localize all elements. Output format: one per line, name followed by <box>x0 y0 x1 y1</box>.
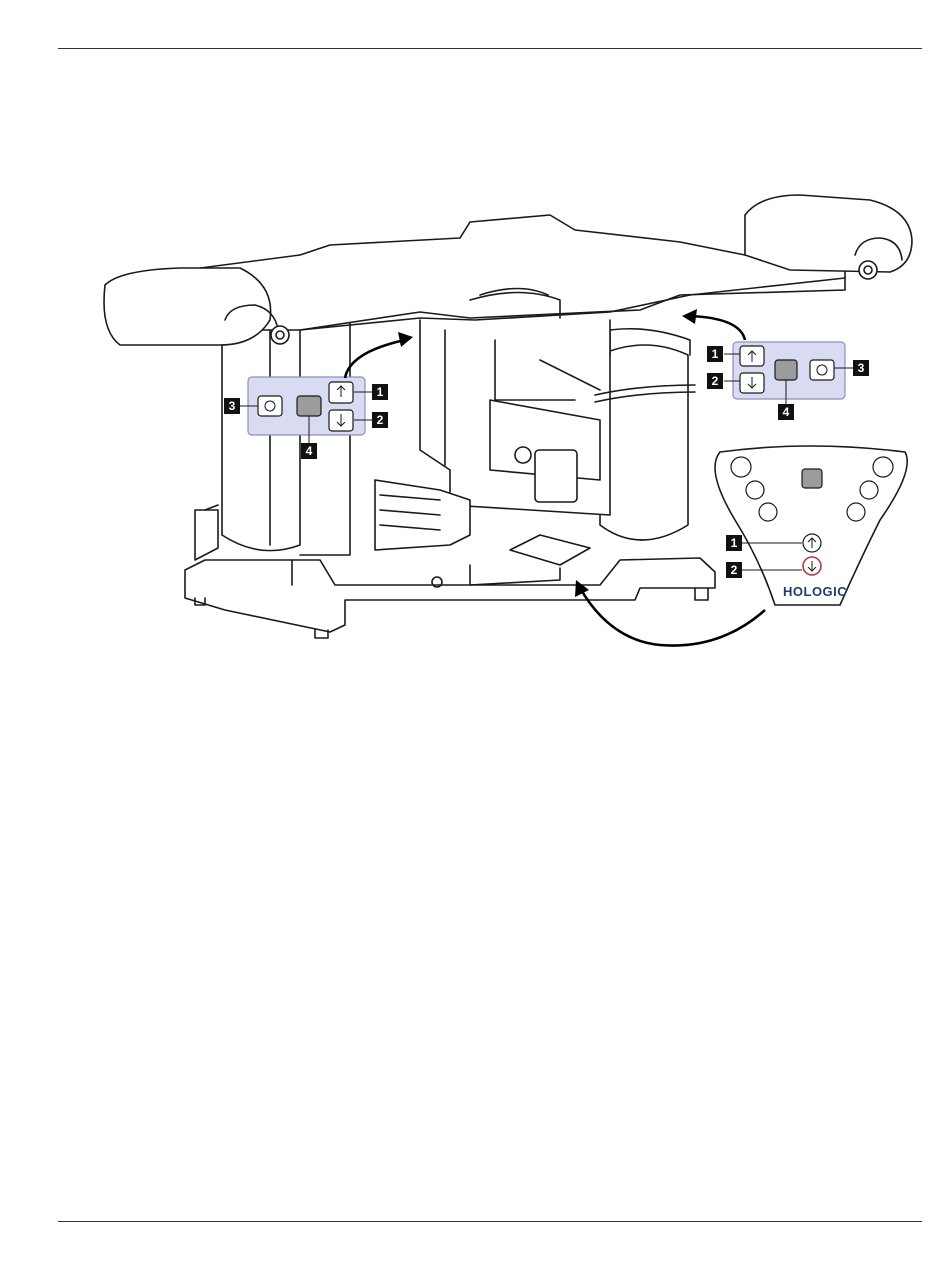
base-leg-right <box>695 588 708 600</box>
footswitch <box>715 446 907 605</box>
callout-right-2: 2 <box>707 373 723 389</box>
callout-left-1: 1 <box>372 384 388 400</box>
callout-right-4: 4 <box>778 404 794 420</box>
callout-footswitch-1: 1 <box>726 535 742 551</box>
callout-left-4: 4 <box>301 443 317 459</box>
base-frame <box>185 558 715 632</box>
hologic-logo: HOLOGIC <box>783 584 847 599</box>
right-pedestal <box>600 345 688 540</box>
right-control-panel <box>724 342 854 404</box>
right-roll <box>745 195 912 272</box>
callout-right-1: 1 <box>707 346 723 362</box>
arrow-right-panel <box>690 316 745 340</box>
callout-right-3: 3 <box>853 360 869 376</box>
left-roll <box>104 268 271 345</box>
arrow-left-panel <box>345 340 405 378</box>
callout-footswitch-2: 2 <box>726 562 742 578</box>
callout-left-2: 2 <box>372 412 388 428</box>
callout-left-3: 3 <box>224 398 240 414</box>
